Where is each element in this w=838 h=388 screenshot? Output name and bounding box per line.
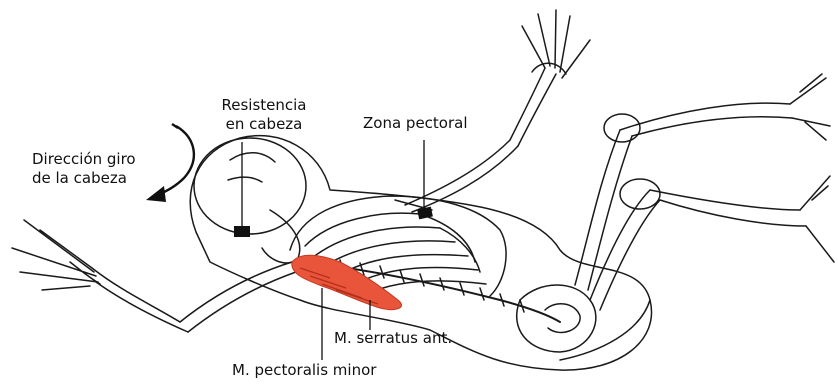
direccion-line1: Dirección giro bbox=[32, 150, 136, 169]
hand-right bbox=[522, 10, 590, 78]
forearm-right bbox=[510, 68, 556, 146]
foot-upper bbox=[790, 74, 830, 140]
serratus-muscle bbox=[292, 255, 402, 309]
shin-upper bbox=[620, 103, 792, 136]
shin-lower bbox=[650, 190, 806, 226]
pelvis bbox=[517, 285, 596, 352]
zona-pectoral-label: Zona pectoral bbox=[363, 114, 468, 133]
direccion-label: Dirección giro de la cabeza bbox=[32, 150, 136, 188]
thigh-upper bbox=[575, 130, 632, 290]
upper-arm-left bbox=[180, 262, 296, 332]
pectoralis-label: M. pectoralis minor bbox=[232, 361, 376, 380]
resistencia-line2: en cabeza bbox=[216, 115, 312, 134]
jaw bbox=[262, 210, 300, 263]
upper-arm-right bbox=[405, 140, 518, 212]
rotation-arrow bbox=[146, 124, 194, 202]
foot-lower bbox=[800, 176, 834, 262]
forearm-left bbox=[92, 268, 188, 332]
resistencia-line1: Resistencia bbox=[216, 96, 312, 115]
hand-left bbox=[12, 220, 100, 290]
serratus-label: M. serratus ant. bbox=[334, 329, 452, 348]
direccion-line2: de la cabeza bbox=[32, 169, 136, 188]
resistencia-label: Resistencia en cabeza bbox=[216, 96, 312, 134]
